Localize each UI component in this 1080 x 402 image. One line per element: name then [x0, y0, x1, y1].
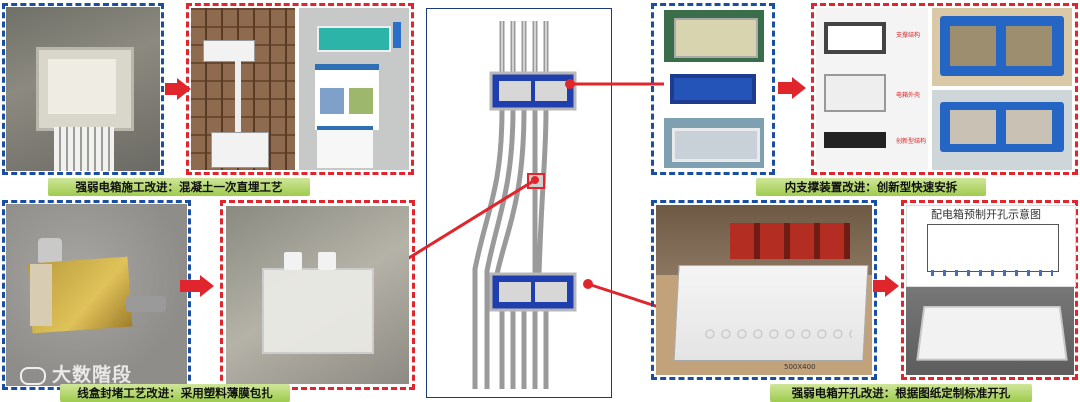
frame-hole-2b [1006, 110, 1052, 144]
box-stub-1 [284, 252, 302, 270]
conduits-vertical [235, 60, 241, 132]
watermark-icon [20, 366, 46, 385]
panel-box-in-wall [2, 3, 164, 175]
drawing-rect [927, 224, 1059, 272]
panel-drawing: 配电箱预制开孔示意图 [901, 200, 1078, 380]
tape-end [30, 264, 52, 326]
render-label-1: 支撑结构 [896, 32, 921, 39]
signboard-photo [299, 8, 409, 170]
support-photo-1 [664, 10, 764, 62]
render-box-3 [824, 132, 886, 148]
blue-frame-photo-2 [932, 90, 1072, 170]
render-label-3: 创新型结构 [896, 138, 927, 145]
floor-photo [6, 204, 187, 386]
support-tray-1 [674, 18, 758, 58]
rebar-photo [191, 8, 295, 170]
box-stub-2 [318, 252, 336, 270]
render-box-2 [824, 74, 886, 112]
support-photo-3 [664, 118, 764, 168]
sign-image-2 [349, 88, 373, 114]
panel-plastic-film [220, 200, 415, 390]
arrow-head-3 [200, 275, 214, 297]
blue-stripe [393, 22, 401, 48]
sign-top [317, 26, 391, 52]
pipe-top [38, 238, 62, 264]
blue-frame-1 [940, 16, 1064, 76]
sign-board [315, 64, 379, 130]
blue-frame-photo-1 [932, 8, 1072, 86]
caption-panel2: 内支撑装置改进：创新型快速安拆 [756, 178, 986, 196]
arrow-head-2 [792, 77, 806, 99]
frame-hole-1a [950, 26, 996, 66]
caption-panel4: 强弱电箱开孔改进：根据图纸定制标准开孔 [770, 384, 1032, 402]
watermark: 大数階段 [20, 360, 132, 387]
metal-box [673, 265, 869, 361]
finished-box [916, 306, 1068, 361]
wall-photo [6, 7, 160, 171]
red-drums [730, 223, 850, 259]
warehouse-photo: 500X400 [656, 205, 872, 375]
box-lower [211, 132, 269, 168]
support-frame-3 [672, 128, 760, 162]
sign-bottom [317, 126, 373, 168]
box-upper [203, 40, 255, 62]
hole-row [701, 328, 853, 340]
render-label-2: 电箱外壳 [896, 92, 921, 99]
arrow-body-4 [873, 280, 887, 292]
panel-inner-support [651, 3, 775, 175]
blue-frame-2 [940, 102, 1064, 152]
drawing-title: 配电箱预制开孔示意图 [931, 208, 1041, 221]
sign-image-1 [320, 88, 344, 114]
support-frame-2 [670, 74, 756, 104]
watermark-text: 大数階段 [52, 364, 133, 386]
arrow-body-1 [165, 83, 179, 95]
panel-rapid-install: 支撑结构 电箱外壳 创新型结构 [811, 3, 1078, 175]
center-diagram [426, 8, 612, 398]
drawing-sheet: 配电箱预制开孔示意图 [906, 205, 1076, 287]
arrow-head-4 [885, 275, 899, 297]
caption-panel1: 强弱电箱施工改进：混凝土一次直埋工艺 [48, 178, 310, 196]
frame-hole-1b [1006, 26, 1052, 66]
wrapped-box [262, 268, 374, 354]
panel-rebar-install [186, 3, 414, 175]
drawing-marks [931, 270, 1053, 276]
box-inner [48, 59, 116, 114]
support-photo-2 [664, 66, 764, 114]
arrow-body-2 [778, 82, 794, 94]
panel-wrapped-box [2, 200, 191, 390]
box-size-label: 500X400 [784, 363, 816, 371]
film-photo [226, 206, 409, 384]
arrow-body-3 [180, 280, 202, 292]
conduit-lines [472, 21, 549, 389]
render-box-1 [824, 22, 886, 54]
diagram-render: 支撑结构 电箱外壳 创新型结构 [816, 8, 928, 170]
caption-panel3: 线盒封堵工艺改进：采用塑料薄膜包扎 [60, 384, 290, 402]
conduit-svg [472, 21, 577, 389]
panel-drilled-box: 500X400 [651, 200, 877, 380]
conduit-bundle [54, 127, 114, 171]
finished-box-photo [906, 287, 1074, 375]
pipe-bottom [126, 296, 166, 312]
frame-hole-2a [950, 110, 996, 144]
